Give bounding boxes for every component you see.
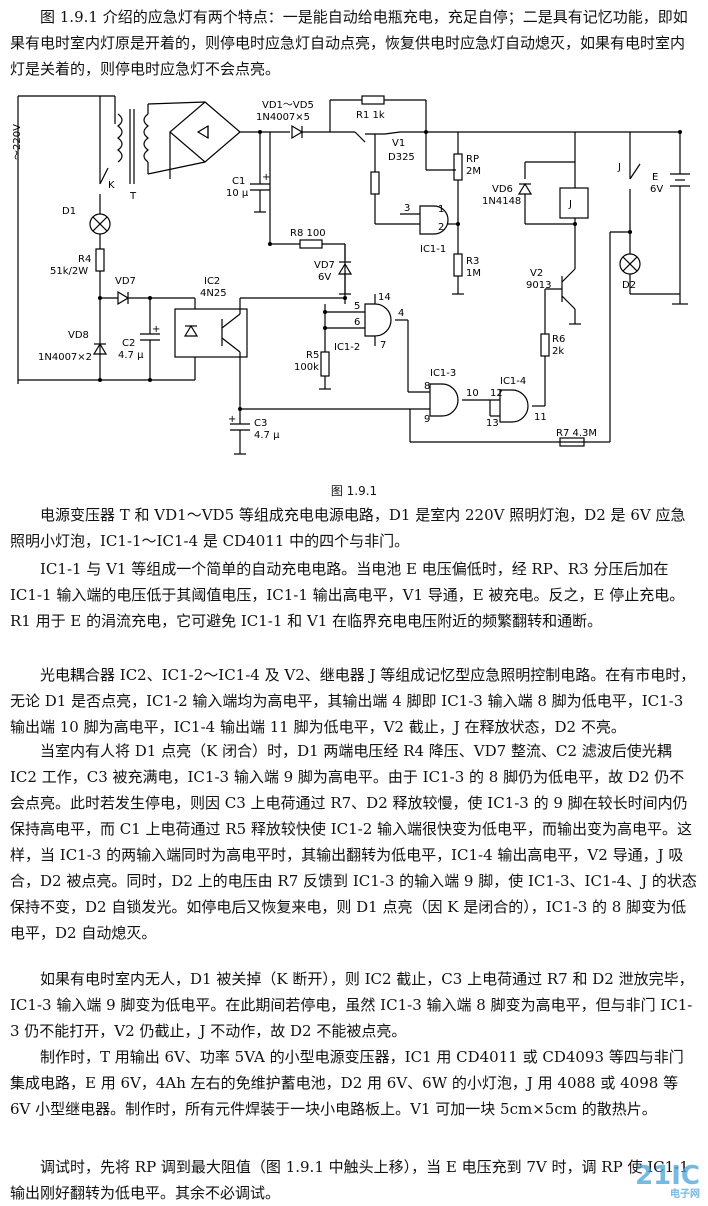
label-ac: ～220V: [12, 124, 23, 160]
paragraph-7: 调试时，先将 RP 调到最大阻值（图 1.9.1 中触头上移），当 E 电压充到…: [10, 1158, 689, 1202]
label-C3-value: 4.7 μ: [254, 430, 280, 441]
label-VD8-value: 1N4007×2: [38, 352, 92, 363]
label-V2-value: 9013: [526, 280, 551, 291]
pin-1: 1: [438, 204, 444, 215]
pin-13: 13: [486, 418, 499, 429]
label-C1-value: 10 μ: [226, 188, 249, 199]
label-D1: D1: [62, 206, 76, 217]
pin-4: 4: [398, 308, 404, 319]
label-R8: R8 100: [290, 228, 326, 239]
paragraph-6: 制作时，T 用输出 6V、功率 5VA 的小型电源变压器，IC1 用 CD401…: [10, 1048, 684, 1118]
label-RP-value: 2M: [466, 166, 481, 177]
pin-2: 2: [438, 222, 444, 233]
plus-c3: +: [228, 414, 236, 425]
label-relay-J: J: [568, 199, 572, 210]
label-IC2-value: 4N25: [200, 288, 227, 299]
pin-9: 9: [424, 414, 430, 425]
label-E-value: 6V: [650, 184, 663, 195]
label-IC1-3: IC1-3: [430, 368, 456, 379]
pin-14: 14: [378, 292, 391, 303]
figure-caption: 图 1.9.1: [330, 484, 378, 498]
label-T: T: [129, 191, 137, 202]
label-IC1-2: IC1-2: [334, 342, 360, 353]
label-R4: R4: [78, 254, 91, 265]
pin-6: 6: [354, 317, 360, 328]
label-VD6-value: 1N4148: [482, 196, 521, 207]
label-V1-value: D325: [388, 152, 415, 163]
plus-c2: +: [152, 324, 160, 335]
intro-paragraph: 图 1.9.1 介绍的应急灯有两个特点：一是能自动给电瓶充电，充足自停；二是具有…: [10, 8, 688, 78]
label-contact-J: J: [617, 162, 621, 173]
label-V2: V2: [530, 268, 543, 279]
label-VD1-VD5-value: 1N4007×5: [256, 112, 310, 123]
pin-11: 11: [534, 412, 547, 423]
paragraph-5: 如果有电时室内无人，D1 被关掉（K 断开），则 IC2 截止，C3 上电荷通过…: [10, 970, 694, 1040]
label-R1: R1 1k: [356, 110, 385, 121]
pin-10: 10: [466, 388, 479, 399]
paragraph-3: 光电耦合器 IC2、IC1-2～IC1-4 及 V2、继电器 J 等组成记忆型应…: [10, 666, 696, 736]
label-C3: C3: [254, 418, 267, 429]
label-R6-value: 2k: [552, 346, 564, 357]
label-IC1-1: IC1-1: [420, 244, 446, 255]
pin-5: 5: [354, 301, 360, 312]
label-VD1-VD5: VD1～VD5: [262, 100, 314, 111]
plus-c1: +: [262, 172, 270, 183]
pin-3: 3: [404, 203, 410, 214]
pin-7: 7: [380, 340, 386, 351]
label-C2-value: 4.7 μ: [118, 350, 144, 361]
paragraph-1: 电源变压器 T 和 VD1～VD5 等组成充电电源电路，D1 是室内 220V …: [10, 506, 686, 550]
label-R4-value: 51k/2W: [50, 266, 88, 277]
paragraph-4: 当室内有人将 D1 点亮（K 闭合）时，D1 两端电压经 R4 降压、VD7 整…: [10, 742, 697, 942]
label-R3-value: 1M: [466, 268, 481, 279]
label-K: K: [108, 180, 115, 191]
label-C2: C2: [122, 338, 135, 349]
paragraph-2: IC1-1 与 V1 等组成一个简单的自动充电电路。当电池 E 电压偏低时，经 …: [10, 560, 685, 630]
pin-12: 12: [490, 388, 503, 399]
label-R3: R3: [466, 256, 479, 267]
label-IC2: IC2: [204, 276, 220, 287]
label-R7: R7 4.3M: [556, 428, 597, 439]
pin-8: 8: [424, 381, 430, 392]
label-IC1-4: IC1-4: [500, 376, 526, 387]
label-VD8: VD8: [68, 330, 89, 341]
label-RP: RP: [466, 154, 479, 165]
label-VD7: VD7: [115, 276, 136, 287]
site-watermark-logo: 21IC 电子网: [635, 1161, 700, 1200]
watermark-text: 21IC: [635, 1161, 700, 1191]
label-D2: D2: [622, 280, 636, 291]
circuit-schematic: ～220V T K D1 R4 51k/2W VD7 VD8 1N4007×2 …: [12, 95, 690, 455]
label-R6: R6: [552, 334, 565, 345]
label-zener-value: 6V: [318, 272, 331, 283]
label-R5-value: 100k: [294, 362, 319, 373]
label-E: E: [652, 172, 658, 183]
label-V1: V1: [392, 138, 405, 149]
label-zener: VD7: [314, 260, 335, 271]
label-R5: R5: [306, 350, 319, 361]
label-C1: C1: [232, 176, 245, 187]
watermark-subtext: 电子网: [670, 1189, 700, 1200]
label-VD6: VD6: [492, 184, 513, 195]
